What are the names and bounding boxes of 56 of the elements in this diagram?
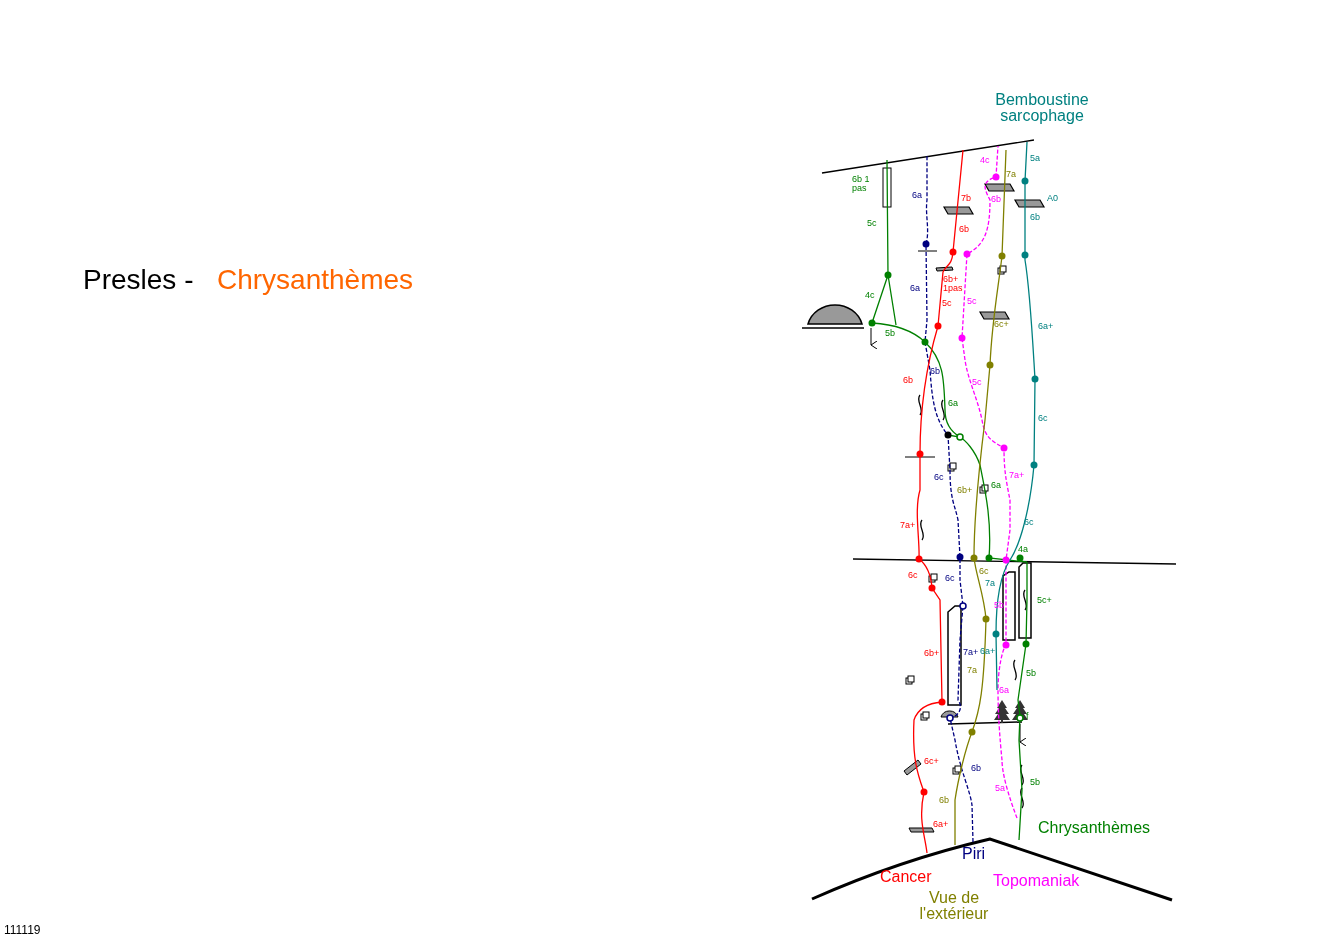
grade-label: 6a (999, 686, 1009, 695)
grade-label: 6a (910, 284, 920, 293)
grade-label: 5c (967, 297, 977, 306)
grade-label: 6b (959, 225, 969, 234)
grade-label: 7a+ (1009, 471, 1025, 480)
grade-label: 6b+ 1pas (943, 275, 964, 293)
grade-label: f (1026, 712, 1029, 721)
grade-label: 7a+ (900, 521, 916, 530)
grade-label: 6c+ (994, 320, 1009, 329)
grade-label: 5b (1030, 778, 1040, 787)
grade-label: 7a (967, 666, 977, 675)
route-name: Topomaniak (993, 873, 1080, 889)
grade-label: 6b (971, 764, 981, 773)
grade-label: 6c (1038, 414, 1048, 423)
grade-label: 7a+ (963, 648, 979, 657)
grade-label: 5c (942, 299, 952, 308)
grade-label: 5c (867, 219, 877, 228)
grade-label: 6a (948, 399, 958, 408)
grade-label: 6b (939, 796, 949, 805)
grade-label: 5b (885, 329, 895, 338)
grade-label: 5c (972, 378, 982, 387)
grade-label: 6b+ (924, 649, 940, 658)
grade-label: 6c (979, 567, 989, 576)
route-name: Vue de l'extérieur (918, 890, 990, 922)
grade-label: 6b 1 pas (852, 175, 871, 193)
grade-label: 6a+ (933, 820, 949, 829)
grade-label: 6c (908, 571, 918, 580)
grade-label: 5c+ (1037, 596, 1052, 605)
grade-label: 4c (865, 291, 875, 300)
route-name: Piri (962, 846, 986, 862)
grade-label: 6b (930, 367, 940, 376)
grade-label: 6b (991, 195, 1001, 204)
grade-label: 6b (1030, 213, 1040, 222)
grade-label: 4c (980, 156, 990, 165)
grade-label: 6b (903, 376, 913, 385)
grade-label: 7a (1006, 170, 1016, 179)
grade-label: 4a (1018, 545, 1028, 554)
grade-label: 6b+ (957, 486, 973, 495)
grade-label: 5b (1026, 669, 1036, 678)
grade-label: 5a (995, 784, 1005, 793)
grade-label: 6c (934, 473, 944, 482)
grade-label: A0 (1047, 194, 1058, 203)
grade-label: 7a (985, 579, 995, 588)
route-name: Presles - (83, 266, 194, 294)
route-name: Chrysanthèmes (1038, 820, 1151, 836)
route-name: Chrysanthèmes (217, 266, 414, 294)
grade-label: 6c+ (924, 757, 939, 766)
grade-label: 5a (1030, 154, 1040, 163)
grade-label: 6a (912, 191, 922, 200)
grade-label: 6c (945, 574, 955, 583)
route-name: Bemboustine sarcophage (994, 92, 1090, 124)
grade-label: 7b (961, 194, 971, 203)
grade-label: 6a (991, 481, 1001, 490)
route-name: Cancer (880, 869, 932, 885)
grade-label: 111119 (4, 924, 41, 936)
grade-label: 6a+ (1038, 322, 1054, 331)
